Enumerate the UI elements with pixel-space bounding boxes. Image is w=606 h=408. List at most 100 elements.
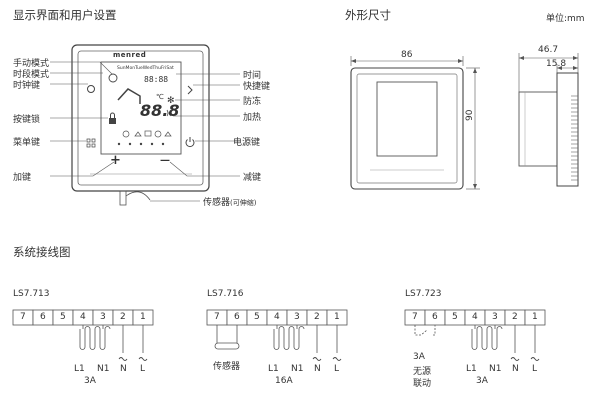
quick-key-icon <box>187 85 193 95</box>
heating-label: 加热 <box>243 113 262 123</box>
snowflake-icon: ✻ <box>167 96 175 106</box>
load-coil <box>79 326 111 350</box>
house-icon <box>117 88 141 104</box>
sensor-note: (可伸缩) <box>230 199 257 207</box>
terminal-5: 5 <box>452 312 458 322</box>
side-body <box>518 91 558 167</box>
side-front-panel <box>556 72 579 187</box>
dry-contact-label-1: 无源 <box>413 367 432 377</box>
load-rating-label: 16A <box>275 376 293 386</box>
menu-key-label: 菜单键 <box>13 138 41 148</box>
clock-key-icon <box>87 85 95 93</box>
sensor-label-text: 传感器 <box>203 198 231 208</box>
terminal-1: 1 <box>532 312 538 322</box>
time-label: 时间 <box>243 71 262 81</box>
front-outer-frame <box>350 67 464 190</box>
terminal-1: 1 <box>140 312 146 322</box>
period-mode-label: 时段模式 <box>13 70 50 80</box>
sensor-label: 传感器(可伸缩) <box>203 195 256 208</box>
terminal-3: 3 <box>492 312 498 322</box>
load-rating-label: 3A <box>84 376 96 386</box>
live-label: L <box>532 364 538 374</box>
ac-symbol <box>510 357 520 361</box>
right-leader-lines <box>150 73 240 202</box>
terminal-6: 6 <box>40 312 46 322</box>
power-key-icon <box>185 137 195 148</box>
ac-symbol <box>118 357 128 361</box>
clock-mode-icon <box>108 73 118 83</box>
terminal-2: 2 <box>314 312 320 322</box>
depth-dimension: 46.7 <box>538 45 559 55</box>
model-ls7723: LS7.723 <box>405 289 442 299</box>
dry-contact-label-0: 3A <box>413 352 425 362</box>
terminal-3: 3 <box>100 312 106 322</box>
n1-label: N1 <box>291 364 304 374</box>
l1-label: L1 <box>466 364 477 374</box>
front-dimension-view <box>350 56 480 190</box>
side-fins <box>571 95 578 181</box>
power-key-label: 电源键 <box>233 138 261 148</box>
terminal-2: 2 <box>120 312 126 322</box>
front-display-window <box>376 81 438 157</box>
indicator-dots <box>117 142 165 146</box>
mode-icons-row <box>122 130 172 138</box>
load-coil <box>273 326 305 350</box>
wiring-diagrams <box>12 309 546 361</box>
clock-key-label: 时钟键 <box>13 81 41 91</box>
menu-key-icon <box>86 138 96 148</box>
ac-symbol <box>312 357 322 361</box>
terminal-6: 6 <box>234 312 240 322</box>
terminal-1: 1 <box>334 312 340 322</box>
terminal-2: 2 <box>512 312 518 322</box>
clock-digits: 88:88 <box>144 75 169 84</box>
n1-label: N1 <box>489 364 502 374</box>
plus-key[interactable]: + <box>110 153 121 168</box>
n1-label: N1 <box>97 364 110 374</box>
wiring-section-title: 系统接线图 <box>13 245 71 259</box>
weekday-row: SunMonTueWedThuFriSat <box>117 66 174 71</box>
temperature-digits: 88.8 <box>140 101 180 120</box>
l1-label: L1 <box>268 364 279 374</box>
neutral-label: N <box>314 364 321 374</box>
terminal-3: 3 <box>294 312 300 322</box>
terminal-4: 4 <box>472 312 478 322</box>
outline-section-title: 外形尺寸 <box>345 8 391 22</box>
heat-icon <box>166 109 172 117</box>
ac-symbol <box>530 357 540 361</box>
minus-key[interactable]: — <box>160 155 170 166</box>
lock-icon <box>109 118 116 124</box>
dry-contact-switch <box>414 325 436 336</box>
terminal-5: 5 <box>60 312 66 322</box>
sensor-probe <box>119 190 127 206</box>
live-label: L <box>334 364 340 374</box>
quick-key-label: 快捷键 <box>243 82 271 92</box>
terminal-6: 6 <box>432 312 438 322</box>
live-label: L <box>140 364 146 374</box>
display-section-title: 显示界面和用户设置 <box>13 8 117 22</box>
minus-key-label: 减键 <box>243 173 262 183</box>
plus-key-label: 加键 <box>13 173 32 183</box>
temperature-unit: ℃ <box>156 93 164 101</box>
display-window <box>100 61 182 155</box>
terminal-7: 7 <box>214 312 220 322</box>
key-lock-label: 按键锁 <box>13 115 41 125</box>
model-ls7716: LS7.716 <box>207 289 244 299</box>
height-dimension: 90 <box>465 109 475 121</box>
model-ls7713: LS7.713 <box>13 289 50 299</box>
terminal-7: 7 <box>412 312 418 322</box>
neutral-label: N <box>512 364 519 374</box>
wiring-sensor-label: 传感器 <box>213 362 241 372</box>
terminal-7: 7 <box>20 312 26 322</box>
manual-mode-label: 手动模式 <box>13 59 50 69</box>
width-dimension: 86 <box>401 50 413 60</box>
dry-contact-label-2: 联动 <box>413 379 432 389</box>
anti-freeze-label: 防冻 <box>243 97 262 107</box>
ac-symbol <box>138 357 148 361</box>
neutral-label: N <box>120 364 127 374</box>
ac-symbol <box>332 357 342 361</box>
sensor-symbol <box>214 342 240 350</box>
terminal-4: 4 <box>274 312 280 322</box>
brand-logo: menred <box>113 51 147 59</box>
l1-label: L1 <box>74 364 85 374</box>
